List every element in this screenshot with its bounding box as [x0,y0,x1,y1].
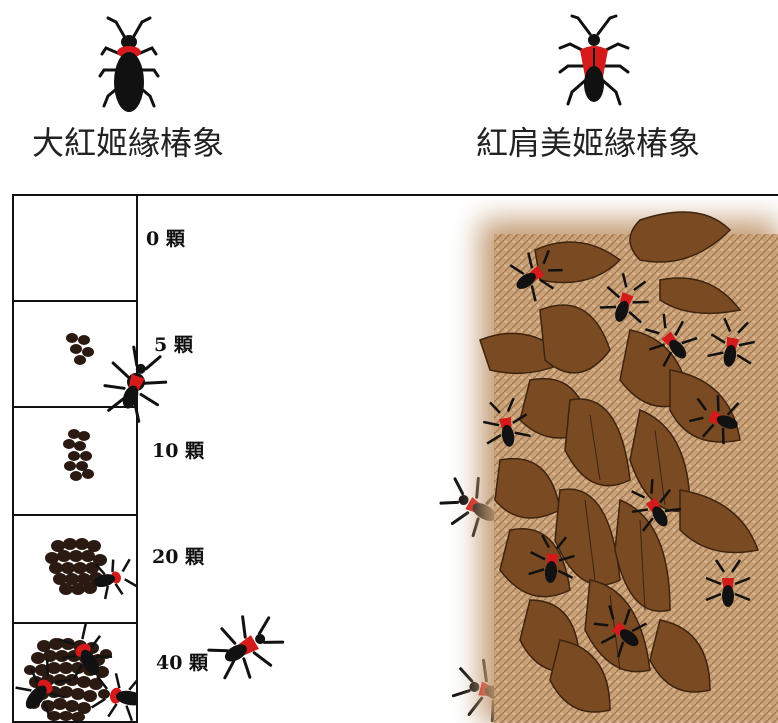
egg-cell-20 [12,514,138,624]
leaf-litter-patch [440,200,778,723]
egg-cell-0 [12,194,138,302]
species-title-right: 紅肩美姬緣椿象 [476,118,700,164]
egg-cluster-40 [14,624,136,721]
large-bug-icon [98,14,160,122]
egg-count-label-20: 20 顆 [152,542,204,569]
egg-count-label-10: 10 顆 [152,436,204,463]
bug-near-40-label-icon [200,606,298,682]
species-title-left: 大紅姬緣椿象 [32,118,224,164]
egg-count-label-0: 0 顆 [146,224,185,251]
bug-near-5-eggs-icon [100,340,170,424]
small-bug-icon [556,12,632,112]
egg-cluster-20 [14,516,136,622]
egg-cell-40 [12,622,138,723]
